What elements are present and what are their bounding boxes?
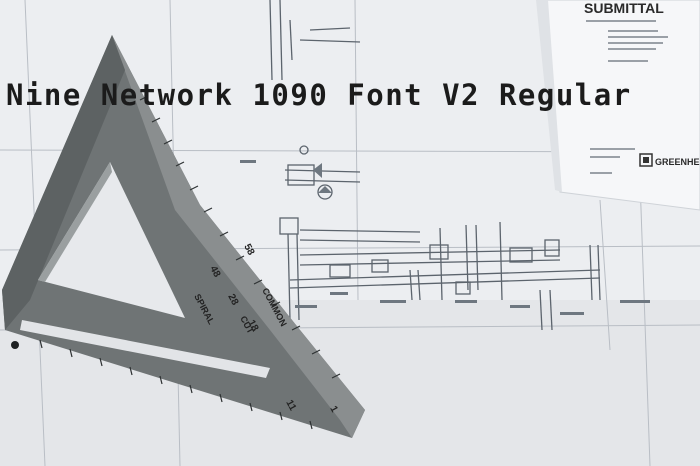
square-number-48: 48	[207, 264, 222, 279]
submittal-heading: SUBMITTAL	[584, 0, 664, 16]
square-number-1: 1	[327, 404, 340, 414]
square-number-11: 11	[283, 398, 298, 413]
submittal-document	[536, 0, 700, 211]
speed-square	[2, 35, 365, 438]
square-number-58: 58	[241, 242, 256, 257]
square-number-18: 18	[245, 318, 260, 333]
document-brand: GREENHE	[655, 157, 700, 167]
blueprint-drawing	[269, 0, 601, 331]
square-number-28: 28	[225, 292, 240, 307]
blueprint-annotations	[240, 160, 650, 315]
font-name-title: Nine Network 1090 Font V2 Regular	[6, 78, 632, 112]
